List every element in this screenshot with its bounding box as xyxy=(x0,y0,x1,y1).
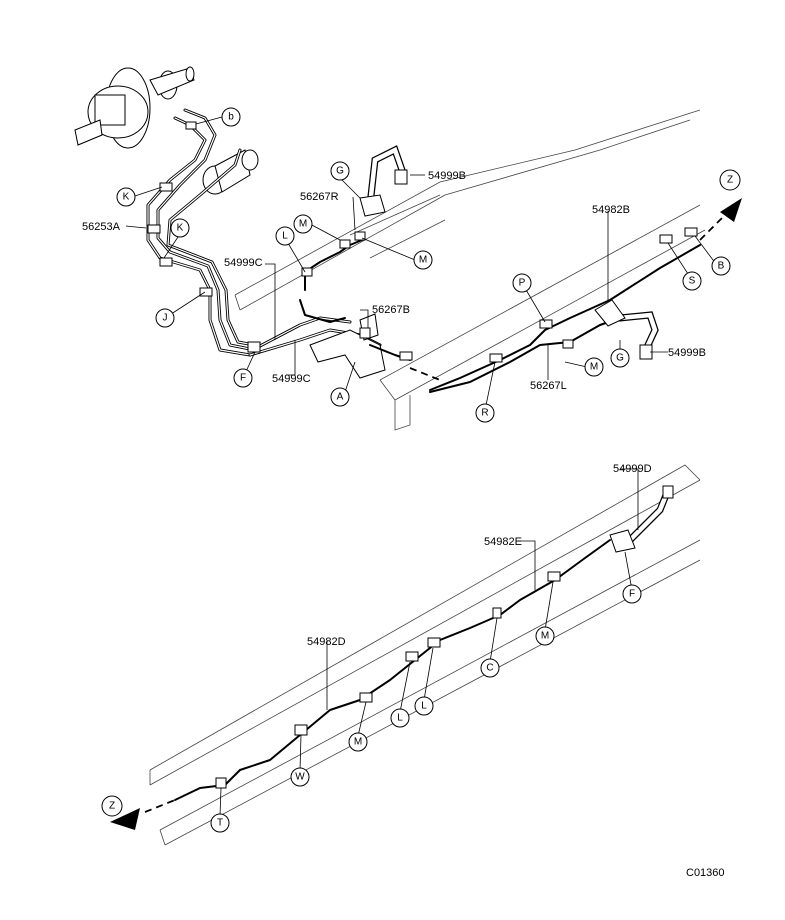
svg-text:B: B xyxy=(718,261,725,272)
svg-text:A: A xyxy=(337,392,344,403)
svg-text:M: M xyxy=(354,737,362,748)
svg-text:L: L xyxy=(397,713,403,724)
svg-text:M: M xyxy=(299,219,307,230)
svg-text:K: K xyxy=(123,192,130,203)
callout-f-bottom: F xyxy=(622,584,642,604)
clips-bottom xyxy=(215,571,561,789)
svg-text:b: b xyxy=(228,112,234,123)
callout-p: P xyxy=(512,273,532,293)
svg-text:F: F xyxy=(629,589,635,600)
callout-s: S xyxy=(682,271,702,291)
callout-c: C xyxy=(480,658,500,678)
diagram-code: C01360 xyxy=(686,867,725,879)
callout-l-1: L xyxy=(390,708,410,728)
callout-j: J xyxy=(155,308,175,328)
callout-w: W xyxy=(290,767,310,787)
svg-text:L: L xyxy=(282,231,288,242)
part-number-54982D: 54982D xyxy=(307,636,346,648)
proportioning-valve xyxy=(202,149,259,195)
part-number-54982B: 54982B xyxy=(592,204,630,216)
callout-b: b xyxy=(221,107,241,127)
callout-z-top: Z xyxy=(719,169,741,191)
part-number-54999C-bottom: 54999C xyxy=(272,373,311,385)
svg-text:T: T xyxy=(217,818,223,829)
callout-m-4: M xyxy=(535,626,555,646)
arrow-z-top xyxy=(720,198,742,222)
rear-right-pipe xyxy=(299,145,408,323)
svg-text:M: M xyxy=(419,255,427,266)
part-number-56267L: 56267L xyxy=(530,380,567,392)
clips-top xyxy=(147,121,698,363)
callout-m-5: M xyxy=(348,732,368,752)
svg-text:M: M xyxy=(541,631,549,642)
part-number-54999D: 54999D xyxy=(613,463,652,475)
callout-t: T xyxy=(210,813,230,833)
part-number-54982E: 54982E xyxy=(484,536,522,548)
part-number-56267B: 56267B xyxy=(372,304,410,316)
callout-a: A xyxy=(330,387,350,407)
part-number-56253A: 56253A xyxy=(82,221,121,233)
callout-g-top: G xyxy=(330,161,350,181)
svg-text:R: R xyxy=(481,408,488,419)
brake-booster xyxy=(74,66,195,149)
callout-b-upper: B xyxy=(711,256,731,276)
callout-l-2: L xyxy=(414,696,434,716)
svg-text:S: S xyxy=(689,276,696,287)
arrow-z-bottom xyxy=(110,808,140,830)
brake-pipe-bundle xyxy=(146,108,382,357)
svg-text:Z: Z xyxy=(727,175,733,186)
svg-text:J: J xyxy=(163,313,168,324)
part-number-56267R: 56267R xyxy=(300,191,339,203)
rear-brake-pipe xyxy=(110,485,674,830)
part-number-54999B-top: 54999B xyxy=(428,170,466,182)
svg-text:W: W xyxy=(295,772,305,783)
callout-m-2: M xyxy=(413,250,433,270)
part-number-54999B-right: 54999B xyxy=(668,347,706,359)
callout-r: R xyxy=(475,403,495,423)
callout-f-top: F xyxy=(233,368,253,388)
svg-text:G: G xyxy=(616,353,624,364)
callout-g-right: G xyxy=(610,348,630,368)
callout-m-3: M xyxy=(584,357,604,377)
frame-rail-top xyxy=(234,109,706,431)
callout-m-1: M xyxy=(293,214,313,234)
svg-text:Z: Z xyxy=(109,801,115,812)
callout-k-1: K xyxy=(116,187,136,207)
svg-text:C: C xyxy=(486,663,493,674)
svg-text:P: P xyxy=(519,278,526,289)
callout-l-top: L xyxy=(275,226,295,246)
svg-text:G: G xyxy=(336,166,344,177)
svg-text:K: K xyxy=(177,223,184,234)
svg-text:M: M xyxy=(590,362,598,373)
svg-text:F: F xyxy=(240,373,246,384)
main-rear-pipe xyxy=(369,198,742,393)
callout-z-bottom: Z xyxy=(101,795,123,817)
part-number-54999C-top: 54999C xyxy=(224,257,263,269)
svg-text:L: L xyxy=(421,701,427,712)
frame-rail-bottom xyxy=(149,464,701,846)
leader-lines-bottom xyxy=(219,468,639,817)
callout-k-2: K xyxy=(170,218,190,238)
leader-lines-top xyxy=(125,116,717,411)
